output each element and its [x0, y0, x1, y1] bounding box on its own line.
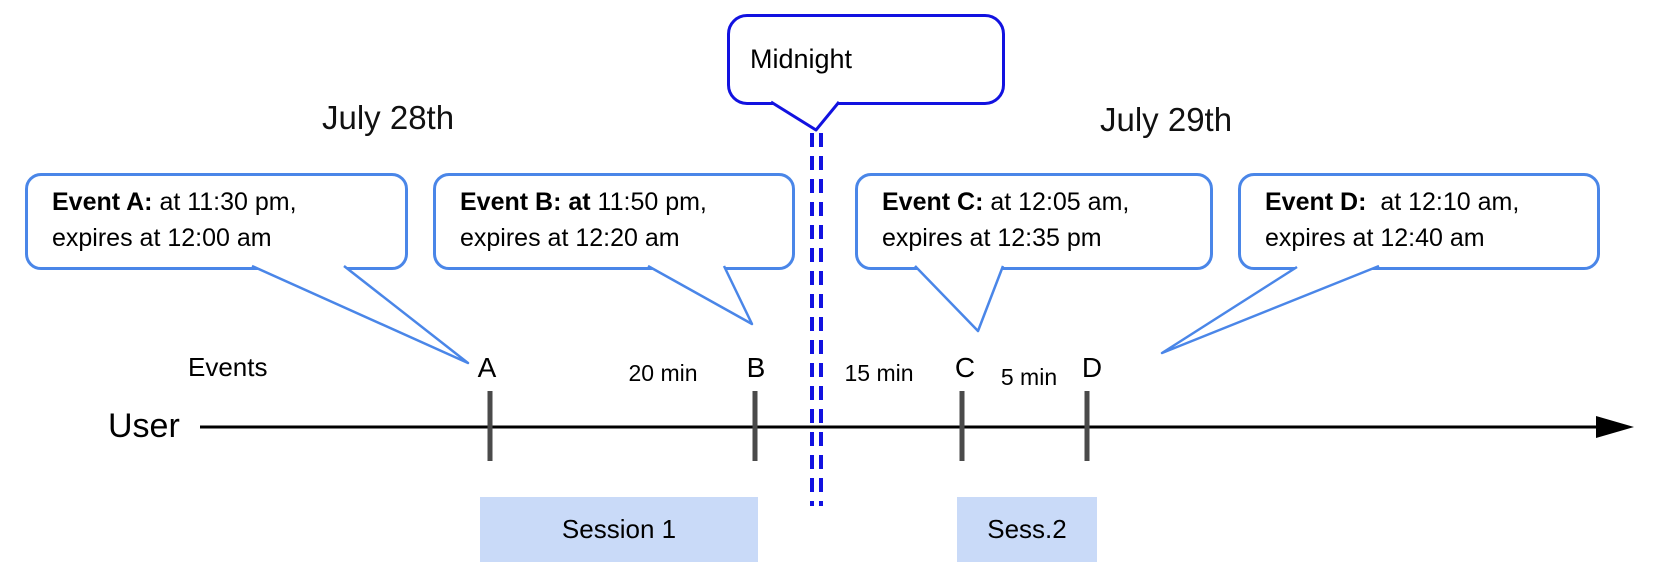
event-callout-a: Event A: at 11:30 pm, expires at 12:00 a… [25, 173, 408, 270]
midnight-callout-tail [770, 100, 841, 132]
event-b-line2: expires at 12:20 am [460, 224, 680, 252]
midnight-label: Midnight [750, 44, 853, 74]
event-callout-c: Event C: at 12:05 am, expires at 12:35 p… [855, 173, 1213, 270]
session-2-box: Sess.2 [957, 497, 1097, 562]
midnight-callout: Midnight [727, 14, 1005, 105]
event-a-title: Event A: [52, 188, 153, 216]
event-b-text: Event B: at 11:50 pm, expires at 12:20 a… [436, 176, 792, 256]
date-label-july-29: July 29th [1100, 101, 1233, 138]
callout-tail-a [251, 264, 470, 365]
event-c-line2: expires at 12:35 pm [882, 224, 1102, 252]
user-axis-label: User [108, 407, 180, 445]
event-a-text: Event A: at 11:30 pm, expires at 12:00 a… [28, 176, 405, 256]
event-callout-d: Event D: at 12:10 am, expires at 12:40 a… [1238, 173, 1600, 270]
interval-label-5min: 5 min [1000, 364, 1058, 390]
interval-label-20min: 20 min [628, 360, 698, 386]
tick-label-b: B [746, 352, 766, 383]
event-c-line1: Event C: at 12:05 am, [882, 188, 1130, 216]
date-label-july-28: July 28th [322, 99, 455, 136]
event-b-line1: Event B: at 11:50 pm, [460, 188, 707, 216]
event-d-line2: expires at 12:40 am [1265, 224, 1485, 252]
event-d-title: Event D: [1265, 188, 1367, 216]
callout-tail-b [647, 264, 754, 326]
tick-label-c: C [954, 352, 976, 383]
session-1-label: Session 1 [561, 514, 677, 544]
event-a-line1: Event A: at 11:30 pm, [52, 188, 297, 216]
session-1-box: Session 1 [480, 497, 758, 562]
tick-label-d: D [1081, 352, 1103, 383]
event-d-line1: Event D: at 12:10 am, [1265, 188, 1520, 216]
event-c-title: Event C: [882, 188, 984, 216]
events-axis-label: Events [188, 352, 268, 382]
callout-tail-c [914, 265, 1005, 333]
tick-label-a: A [477, 352, 497, 383]
event-b-title: Event B: at [460, 188, 591, 216]
session-2-label: Sess.2 [987, 514, 1067, 544]
event-callout-b: Event B: at 11:50 pm, expires at 12:20 a… [433, 173, 795, 270]
event-d-text: Event D: at 12:10 am, expires at 12:40 a… [1241, 176, 1597, 256]
interval-label-15min: 15 min [844, 360, 914, 386]
callout-tail-d [1160, 264, 1380, 355]
timeline-arrowhead [1596, 416, 1634, 438]
event-a-line2: expires at 12:00 am [52, 224, 272, 252]
event-c-text: Event C: at 12:05 am, expires at 12:35 p… [858, 176, 1210, 256]
